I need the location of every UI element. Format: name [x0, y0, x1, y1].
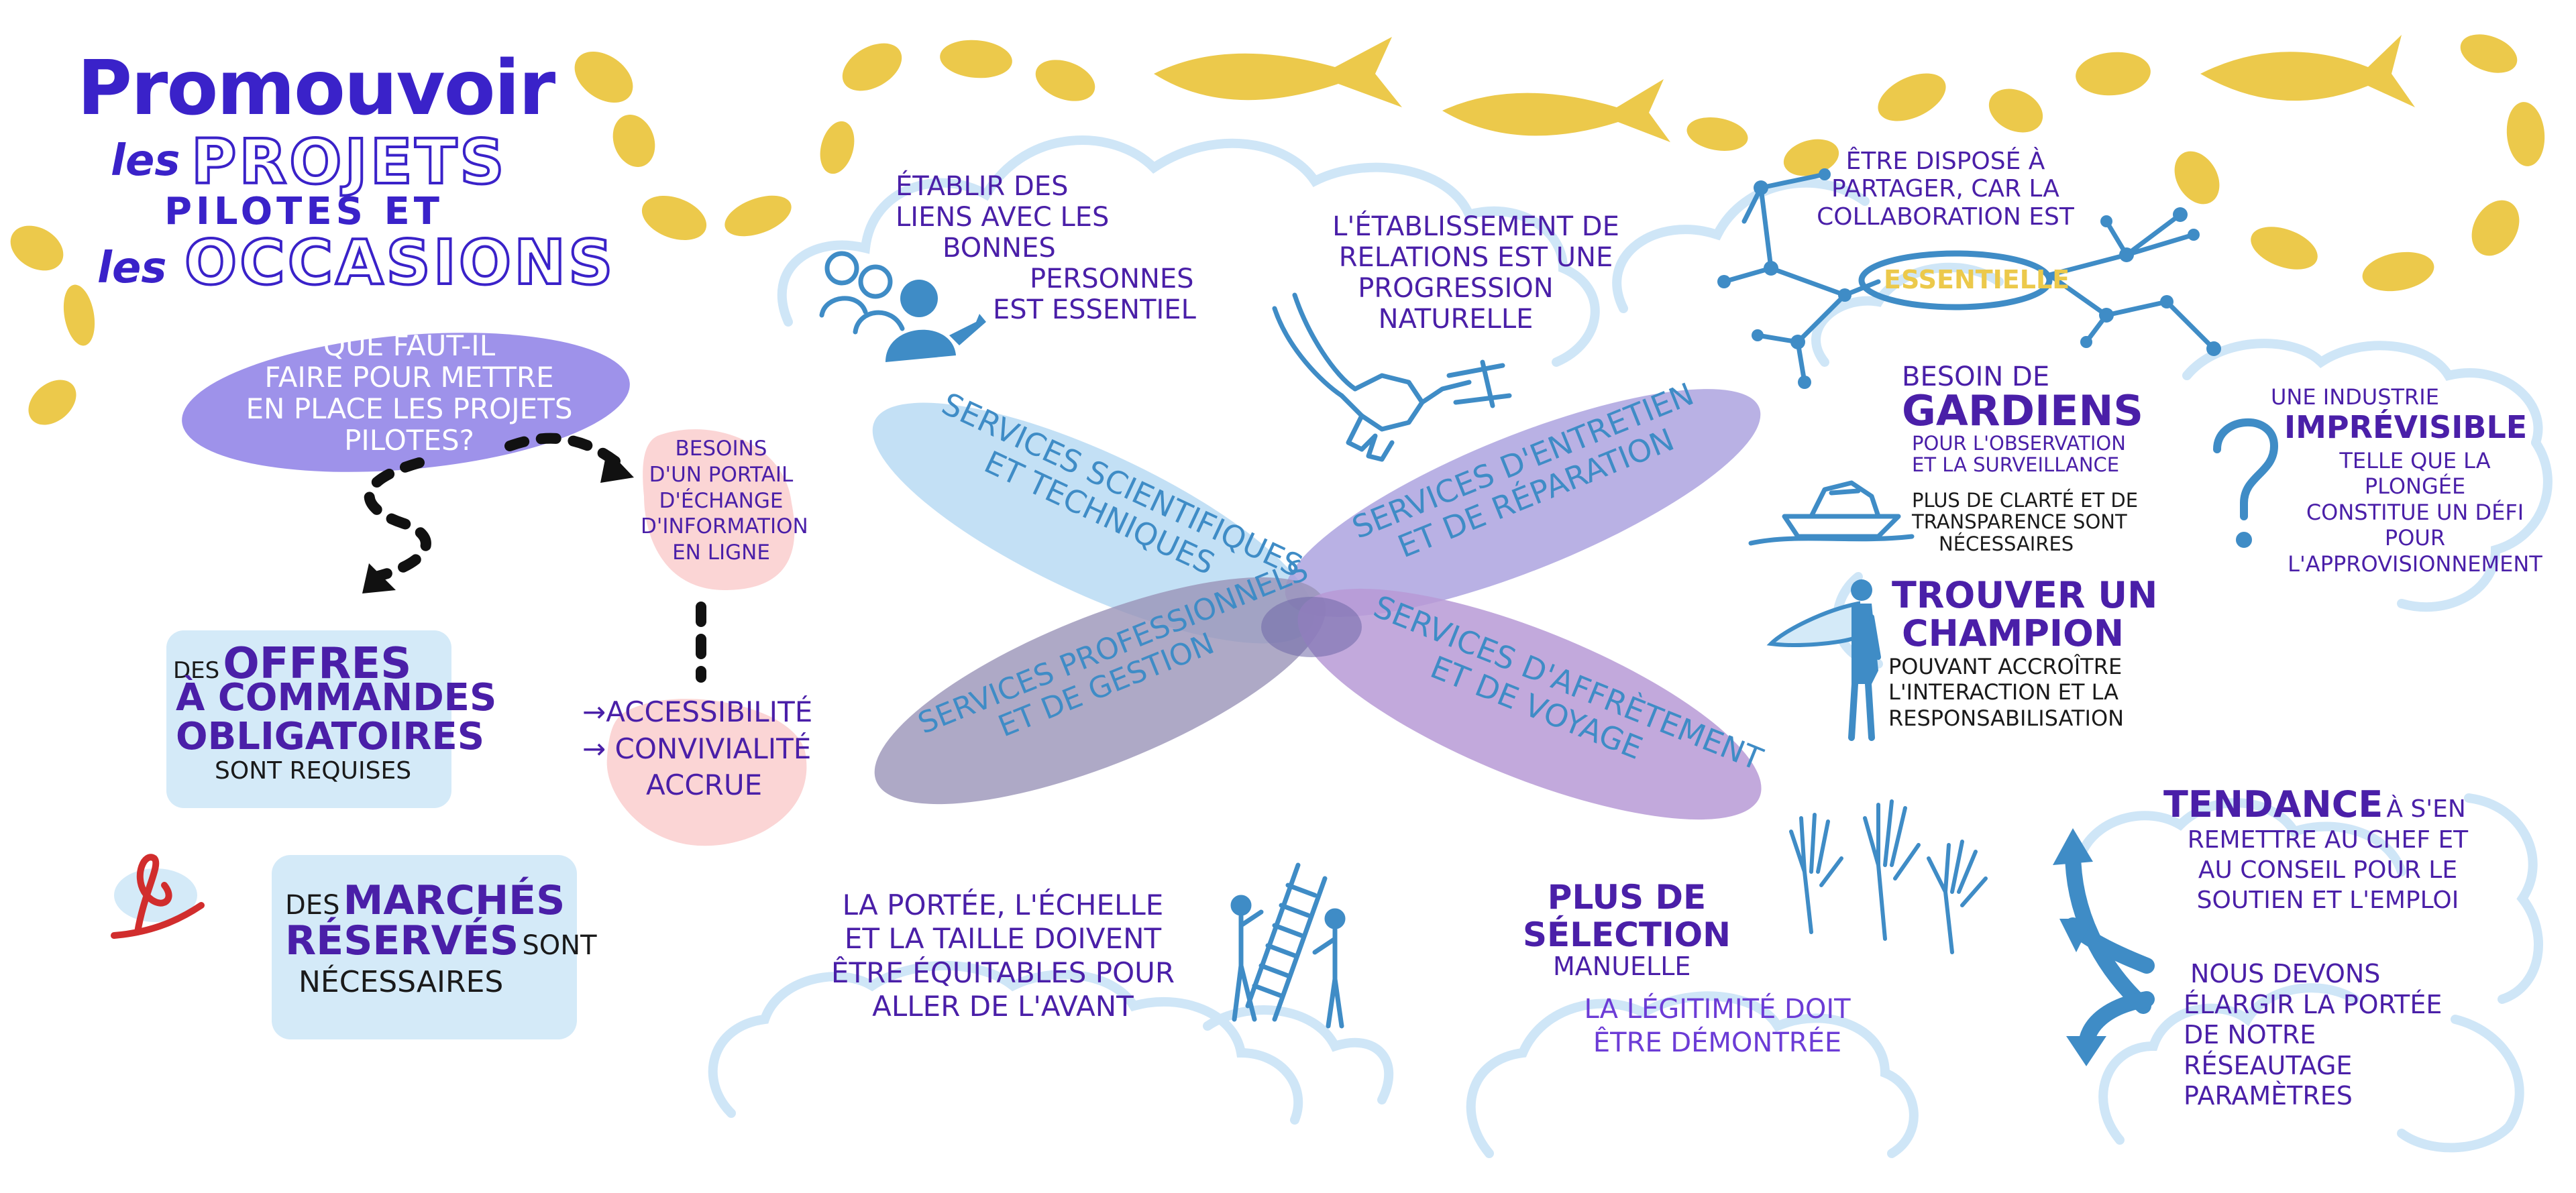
arrow-icon: [2053, 828, 2106, 1066]
portal-needs-text: BESOINS D'UN PORTAIL D'ÉCHANGE D'INFORMA…: [641, 437, 808, 565]
network-text: NOUS DEVONS ÉLARGIR LA PORTÉE DE NOTRE R…: [2184, 959, 2443, 1111]
industry-imprevisible: IMPRÉVISIBLE: [2284, 409, 2528, 445]
network-nodes: [1717, 168, 2221, 389]
scale-text: LA PORTÉE, L'ÉCHELLE ET LA TAILLE DOIVEN…: [830, 889, 1175, 1023]
signature-icon: [111, 854, 205, 939]
pink-blob: [643, 429, 795, 590]
guardians-pour: POUR L'OBSERVATION ET LA SURVEILLANCE: [1912, 432, 2126, 477]
champion-rest: POUVANT ACCROÎTRE L'INTERACTION ET LA RE…: [1888, 654, 2125, 731]
pink-blob: [606, 699, 807, 846]
industry-une: UNE INDUSTRIE: [2271, 384, 2439, 410]
tendency-line-1: TENDANCE À S'EN: [2163, 783, 2466, 826]
raised-hands-icon: [1789, 799, 1988, 954]
tendency-rest: REMETTRE AU CHEF ET AU CONSEIL POUR LE S…: [2187, 826, 2469, 914]
title-line-3: PILOTES ET: [164, 190, 443, 233]
markets-box: [272, 855, 577, 1039]
champion-icon: [1766, 579, 1881, 741]
question-mark-icon: [2213, 418, 2279, 548]
selection-manuelle: MANUELLE: [1553, 952, 1691, 981]
guardians-besoin: BESOIN DE: [1902, 361, 2050, 392]
title-line-2: PROJETS: [190, 126, 507, 198]
guardians-clarte: PLUS DE CLARTÉ ET DE TRANSPARENCE SONT N…: [1912, 489, 2139, 555]
guardians-title: GARDIENS: [1902, 386, 2144, 435]
title-line-1: Promouvoir: [77, 45, 555, 132]
people-icon: [885, 280, 986, 362]
markets-line-1: DES MARCHÉS: [285, 877, 566, 924]
petal-charter: [1297, 588, 1762, 820]
petal-diagram: [872, 389, 1762, 820]
relations-text: L'ÉTABLISSEMENT DE RELATIONS EST UNE PRO…: [1332, 211, 1619, 335]
petal-professional: [874, 577, 1326, 805]
accessibility-text: →ACCESSIBILITÉ → CONVIVIALITÉ ACCRUE: [582, 695, 813, 802]
markets-line-2: RÉSERVÉS SONT: [285, 917, 597, 964]
question-text: QUE FAUT-IL FAIRE POUR METTRE EN PLACE L…: [246, 329, 573, 457]
boat-icon: [1748, 480, 1915, 546]
title-line-4: OCCASIONS: [183, 227, 616, 298]
people-icon: [819, 251, 905, 335]
title-les-1: les: [111, 136, 180, 186]
offers-box: [166, 630, 451, 808]
markets-necessaires: NÉCESSAIRES: [299, 965, 504, 999]
arrow-icon: [362, 563, 396, 593]
fish-icon: [2200, 35, 2415, 107]
yellow-dot-border: [10, 34, 2545, 425]
fish-icon: [1154, 37, 1402, 107]
industry-rest: TELLE QUE LA PLONGÉE CONSTITUE UN DÉFI P…: [2288, 448, 2542, 577]
offers-obligatoires: OBLIGATOIRES: [176, 715, 485, 758]
offers-text: DES OFFRES: [173, 639, 412, 689]
offers-requises: SONT REQUISES: [215, 757, 412, 785]
collaboration-text: ÊTRE DISPOSÉ À PARTAGER, CAR LA COLLABOR…: [1817, 148, 2074, 231]
question-bubble: [182, 333, 630, 472]
champion-title: TROUVER UN CHAMPION: [1892, 574, 2158, 655]
links-text: ÉTABLIR DES LIENS AVEC LES BONNES PERSON…: [896, 171, 1196, 325]
petal-maintenance: [1285, 389, 1761, 617]
legitimacy-text: LA LÉGITIMITÉ DOIT ÊTRE DÉMONTRÉE: [1584, 994, 1851, 1058]
offers-commandes: à COMMANDES: [176, 676, 497, 720]
arrow-icon: [600, 449, 634, 483]
selection-title: PLUS DE SÉLECTION: [1523, 878, 1731, 954]
title-les-2: les: [97, 243, 167, 293]
essentielle-badge: ESSENTIELLE: [1884, 265, 2070, 294]
handshake-icon: [1272, 292, 1512, 462]
fish-icon: [1442, 79, 1670, 142]
ladder-icon: [1230, 862, 1346, 1029]
